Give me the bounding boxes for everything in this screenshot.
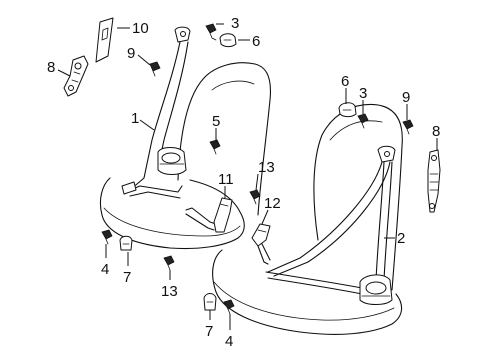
callout-9-a: 9 xyxy=(127,45,135,62)
callout-13-a: 13 xyxy=(258,159,275,176)
bolt-right-part xyxy=(357,113,369,129)
pillar-trim-part xyxy=(95,17,114,63)
bolt-4-left-part xyxy=(101,229,113,245)
bolt-13-lower-part xyxy=(163,255,175,271)
right-seat xyxy=(212,103,403,335)
callout-2: 2 xyxy=(397,230,405,247)
bolt-4-lower-part xyxy=(223,299,235,315)
callout-7-a: 7 xyxy=(123,269,131,286)
right-seat-cushion xyxy=(212,249,403,335)
callout-8-a: 8 xyxy=(47,59,55,76)
callout-6-b: 6 xyxy=(341,73,349,90)
callout-10-a: 10 xyxy=(132,20,149,37)
buckle-11-part xyxy=(185,197,233,233)
height-adjuster-right-part xyxy=(427,149,441,213)
bolt-left-part xyxy=(149,61,161,77)
callout-4-a: 4 xyxy=(101,261,109,278)
bolt-top-part xyxy=(205,23,217,41)
callout-12: 12 xyxy=(264,195,281,212)
right-seat-back xyxy=(313,103,403,291)
callout-5: 5 xyxy=(212,113,220,130)
left-seat-back xyxy=(177,62,272,216)
seat-belt-assembly-left xyxy=(121,26,191,199)
left-seat-cushion xyxy=(99,177,245,250)
callout-6-a: 6 xyxy=(252,33,260,50)
callout-9-b: 9 xyxy=(402,89,410,106)
callout-numbers: 10 3 6 8 9 1 5 6 3 9 8 13 11 12 2 4 7 13… xyxy=(47,15,440,350)
callout-11: 11 xyxy=(218,171,234,188)
seat-belt-assembly-right xyxy=(265,145,396,305)
bolt-5-part xyxy=(209,139,221,155)
right-seat-cushion-edge xyxy=(213,281,395,321)
bolt-9-right-part xyxy=(402,119,414,135)
callout-13-b: 13 xyxy=(161,283,178,300)
callout-4-b: 4 xyxy=(225,333,233,350)
callout-3-a: 3 xyxy=(231,15,239,32)
left-seat-cushion-edge xyxy=(103,207,241,237)
cover-7-left-part xyxy=(119,235,133,251)
callout-7-b: 7 xyxy=(205,323,213,340)
buckle-12-part xyxy=(251,223,271,265)
height-adjuster-left-part xyxy=(63,55,89,97)
cover-top-part xyxy=(219,33,237,48)
callout-8-b: 8 xyxy=(432,123,440,140)
callout-3-b: 3 xyxy=(359,85,367,102)
cover-7-lower-part xyxy=(203,293,217,311)
callout-1: 1 xyxy=(131,110,139,127)
leader-lines xyxy=(57,23,438,330)
left-seat-back-seam xyxy=(211,80,255,91)
bolt-13-upper-part xyxy=(249,189,261,205)
right-seat-back-seam xyxy=(329,120,383,141)
left-seat xyxy=(99,62,272,250)
cover-right-part xyxy=(338,102,357,118)
